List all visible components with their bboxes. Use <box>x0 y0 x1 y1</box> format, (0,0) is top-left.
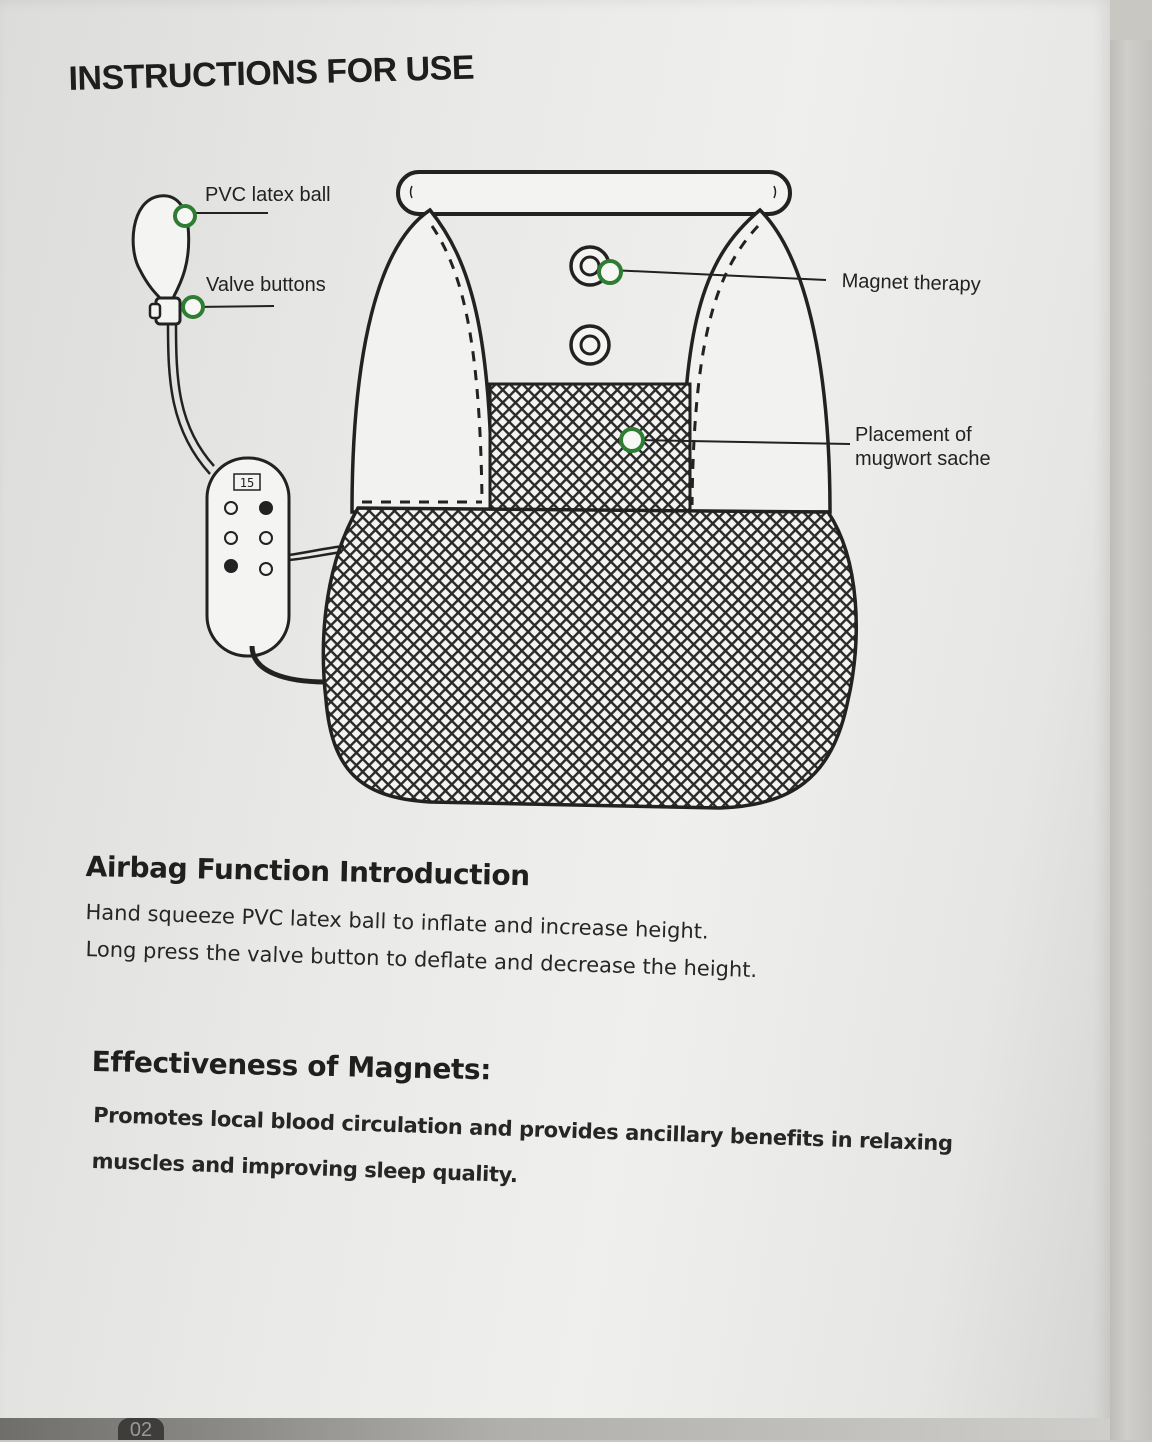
airbag-line-2: Long press the valve button to deflate a… <box>85 937 758 983</box>
magnets-text: Promotes local blood circulation and pro… <box>91 1102 953 1188</box>
airbag-heading: Airbag Function Introduction <box>85 850 531 893</box>
airbag-line-1: Hand squeeze PVC latex ball to inflate a… <box>85 900 710 944</box>
product-diagram: 15 <box>131 170 858 810</box>
page-number: 02 <box>118 1418 164 1441</box>
next-page-edge <box>1110 40 1152 1440</box>
marker-mugwort <box>619 427 645 453</box>
mugwort-mesh-panel <box>488 382 692 520</box>
manual-page: INSTRUCTIONS FOR USE <box>0 0 1110 1440</box>
magnets-heading: Effectiveness of Magnets: <box>91 1045 492 1087</box>
label-mugwort-line1: Placement of <box>855 424 972 446</box>
bottom-strip <box>0 1418 1110 1440</box>
magnet-circle-bottom <box>569 324 611 366</box>
remote-cable-top <box>288 544 345 557</box>
marker-magnet <box>597 259 623 285</box>
lower-mesh-cushion <box>321 506 858 810</box>
air-tube <box>166 323 211 475</box>
headrest-bar <box>396 170 792 216</box>
left-wing <box>350 207 494 514</box>
label-mugwort-line2: mugwort sache <box>855 448 991 470</box>
right-wing <box>680 207 832 514</box>
remote-buttons <box>224 501 273 576</box>
marker-valve <box>181 295 205 319</box>
label-magnet-therapy: Magnet therapy <box>841 270 981 296</box>
remote-display: 15 <box>240 476 254 490</box>
label-pvc-latex-ball: PVC latex ball <box>205 184 331 206</box>
remote-cable-bottom <box>249 645 327 685</box>
marker-pvc-ball <box>173 204 197 228</box>
label-valve-buttons: Valve buttons <box>206 274 326 296</box>
